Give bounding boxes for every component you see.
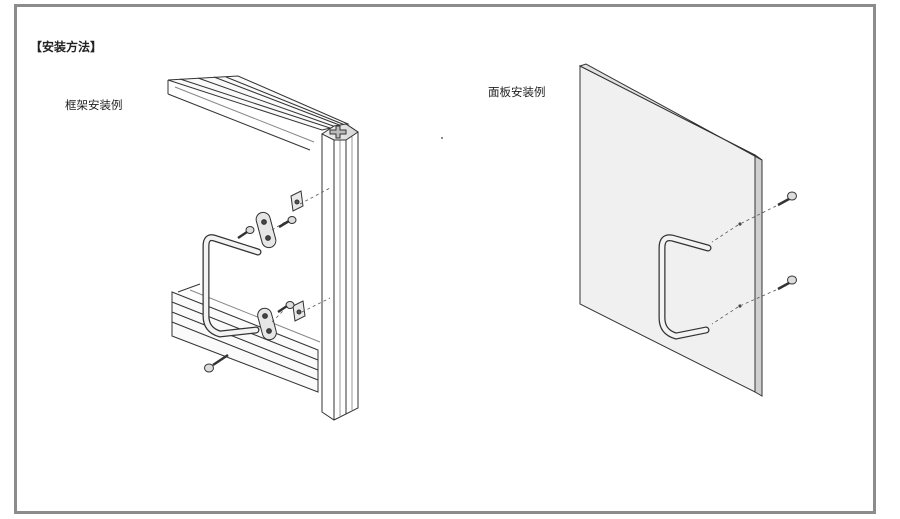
aluminum-frame-illustration (167, 75, 359, 421)
panel-board-illustration (578, 63, 763, 397)
installation-method-heading: 【安装方法】 (30, 40, 103, 54)
frame-installation-label: 框架安装例 (65, 98, 123, 112)
panel-holes (738, 222, 742, 308)
screw-upper-left (237, 226, 255, 240)
mounting-bracket-upper (255, 211, 277, 249)
screw-upper-right (278, 216, 297, 229)
screw-lower-right (277, 301, 295, 314)
screw-bottom (204, 353, 229, 373)
stray-dot (441, 137, 443, 139)
alignment-lines-frame (271, 187, 331, 323)
handle-frame-side (202, 234, 262, 338)
mounting-bracket-lower (257, 307, 277, 341)
panel-installation-label: 面板安装例 (488, 85, 546, 99)
outer-frame-border (14, 4, 876, 514)
t-nut-upper (290, 190, 304, 212)
screw-panel-upper (777, 191, 797, 207)
alignment-lines-panel (711, 205, 777, 325)
screw-panel-lower (777, 275, 797, 291)
t-nut-lower (292, 300, 306, 322)
handle-panel-side (658, 234, 712, 340)
